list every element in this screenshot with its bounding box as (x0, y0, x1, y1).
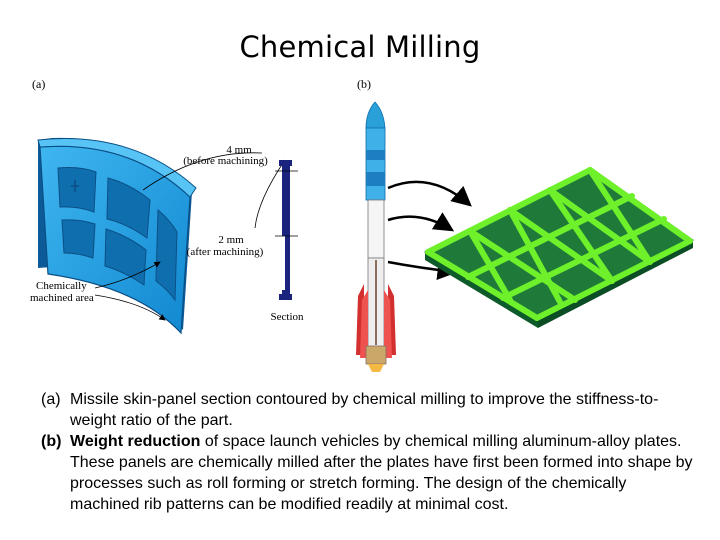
ribbed-plate (423, 167, 694, 328)
figure-drawings (37, 101, 694, 372)
section-label: Section (270, 311, 304, 323)
caption-b-lead: Weight reduction (70, 433, 201, 450)
figure-caption: (a) Missile skin-panel section contoured… (40, 389, 700, 515)
machined-area-label-line2: machined area (30, 292, 94, 304)
skin-panel (37, 137, 197, 335)
page-title: Chemical Milling (239, 30, 481, 64)
caption-b-marker: (b) (41, 433, 62, 450)
caption-item-b: (b) Weight reduction of space launch veh… (40, 431, 700, 515)
machined-area-label-line1: Chemically (36, 280, 87, 292)
panel-a-label: (a) (32, 77, 46, 91)
caption-a-text: Missile skin-panel section contoured by … (70, 391, 659, 429)
before-thickness-value: 4 mm (226, 144, 252, 156)
section-profile (275, 160, 298, 300)
before-machining-note: (before machining) (183, 155, 268, 167)
launch-vehicle (356, 101, 396, 372)
caption-b-text: of space launch vehicles by chemical mil… (70, 433, 693, 513)
caption-a-marker: (a) (41, 391, 61, 408)
after-machining-note: (after machining) (186, 246, 264, 258)
caption-item-a: (a) Missile skin-panel section contoured… (40, 389, 700, 431)
after-thickness-value: 2 mm (218, 234, 244, 246)
panel-b-label: (b) (357, 77, 371, 91)
